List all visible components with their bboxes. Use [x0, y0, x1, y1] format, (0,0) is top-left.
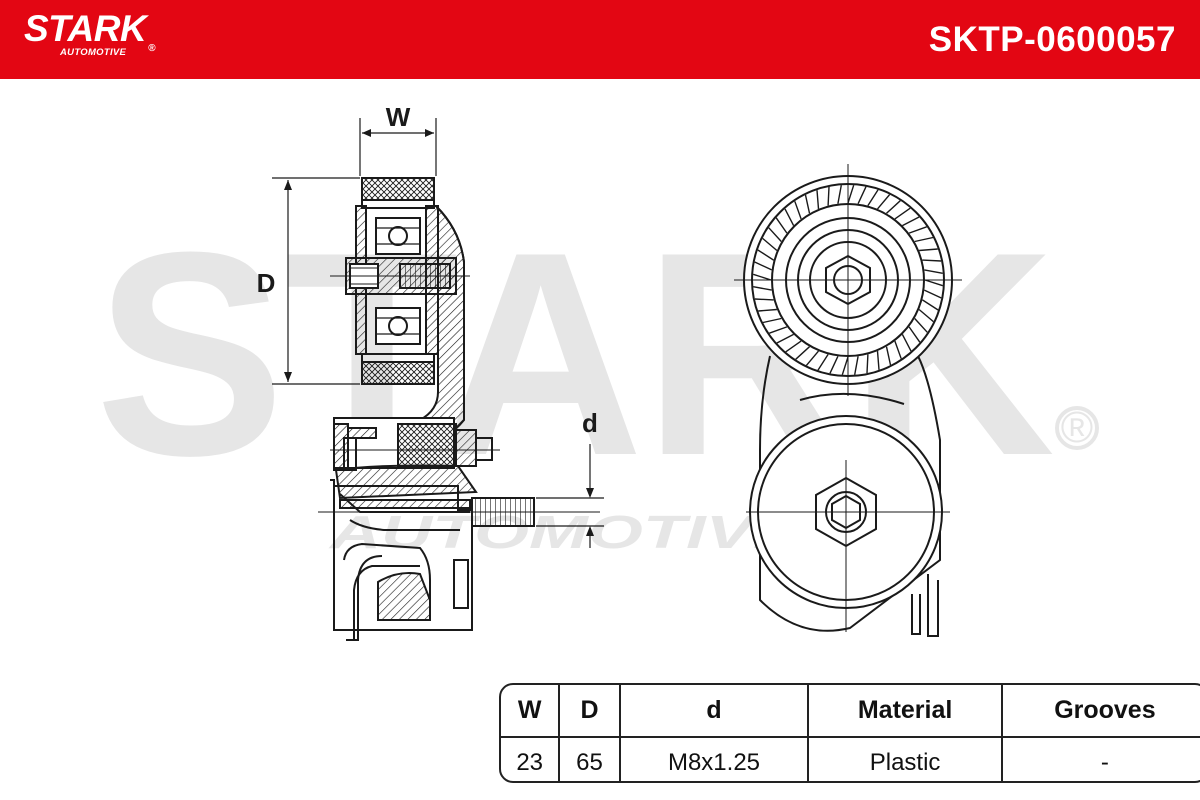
pulley-rib: [754, 261, 772, 271]
pulley-rib: [847, 184, 855, 204]
watermark-sub-text: AUTOMOTIVE: [328, 506, 802, 558]
pulley-rib: [854, 356, 859, 375]
pulley-rib: [914, 236, 934, 243]
pulley-rib: [867, 189, 879, 206]
pulley-rib: [924, 279, 944, 287]
technical-drawing: STARK AUTOMOTIVE ®: [95, 102, 1099, 641]
dimension-label-d-thread: d: [582, 408, 598, 438]
pulley-rib: [908, 326, 921, 343]
pulley-rib: [805, 350, 820, 366]
spec-table-value-row: 23 65 M8x1.25 Plastic -: [501, 737, 1200, 781]
logo-registered-mark: ®: [148, 43, 156, 54]
pulley-rib: [902, 216, 920, 227]
logo-brand-text: STARK: [24, 8, 147, 49]
pulley-rib: [918, 308, 934, 323]
spec-header-d: D: [559, 685, 621, 738]
pulley-rib: [769, 326, 788, 334]
pulley-rib: [776, 333, 794, 344]
pulley-rib: [794, 201, 802, 220]
spec-table: W D d Material Grooves 23 65 M8x1.25 Pla…: [499, 683, 1200, 783]
watermark-registered-circle: [1055, 406, 1099, 450]
pulley-rib: [768, 227, 782, 242]
pulley-rib: [816, 190, 820, 209]
pulley-rib: [894, 207, 911, 220]
pulley-rib: [762, 317, 782, 324]
pulley-rib: [784, 208, 795, 226]
pulley-rib: [908, 226, 927, 234]
logo-sub-text: AUTOMOTIVE: [60, 47, 127, 58]
header-bar: STARK® AUTOMOTIVE SKTP-0600057: [0, 0, 1200, 79]
front-view: [734, 164, 962, 637]
spec-value-w: 23: [501, 737, 561, 781]
spec-value-thread: M8x1.25: [619, 737, 810, 781]
pulley-rib: [876, 351, 880, 370]
stark-logo: STARK® AUTOMOTIVE: [24, 8, 156, 58]
dimension-label-w: W: [386, 102, 411, 132]
pulley-rib: [753, 286, 772, 291]
pulley-rib: [785, 340, 802, 353]
pulley-rib: [837, 185, 842, 204]
pulley-rib: [919, 248, 938, 252]
pulley-rib: [795, 346, 810, 360]
pulley-rib: [752, 273, 772, 281]
pulley-rib: [762, 237, 778, 252]
pulley-rib: [924, 289, 942, 299]
spec-table-header-row: W D d Material Grooves: [501, 685, 1200, 738]
pulley-rib: [817, 354, 829, 371]
pulley-rib: [758, 308, 777, 312]
spec-value-grooves: -: [1100, 749, 1109, 776]
pulley-rib: [914, 318, 928, 333]
pulley-rib: [922, 299, 939, 311]
pulley-rib: [754, 298, 774, 301]
pulley-rib: [827, 186, 830, 206]
spec-header-grooves: Grooves: [1001, 685, 1200, 738]
spec-header-thread: d: [619, 685, 810, 738]
spec-header-material: Material: [808, 685, 1003, 738]
pulley-rib: [857, 186, 867, 204]
pulley-rib: [757, 249, 774, 261]
pulley-rib: [841, 356, 849, 376]
pulley-rib: [775, 217, 788, 234]
pulley-rib: [924, 269, 943, 274]
spec-header-w: W: [501, 685, 561, 738]
pulley-rib: [894, 340, 902, 359]
part-number: SKTP-0600057: [928, 20, 1176, 59]
pulley-rib: [901, 334, 912, 352]
watermark-registered-text: ®: [1061, 403, 1093, 452]
side-section-view: [272, 118, 604, 641]
spec-value-d: 65: [559, 737, 621, 781]
pulley-rib: [886, 200, 901, 214]
pulley-rib: [876, 194, 891, 210]
pulley-rib: [866, 354, 869, 374]
pulley-rib: [885, 346, 892, 366]
spec-value-material: Plastic: [808, 737, 1003, 781]
dimension-label-d-outer: D: [257, 268, 276, 298]
pulley-rib: [804, 194, 811, 214]
pulley-rib: [922, 259, 942, 262]
pulley-rib: [829, 356, 839, 374]
